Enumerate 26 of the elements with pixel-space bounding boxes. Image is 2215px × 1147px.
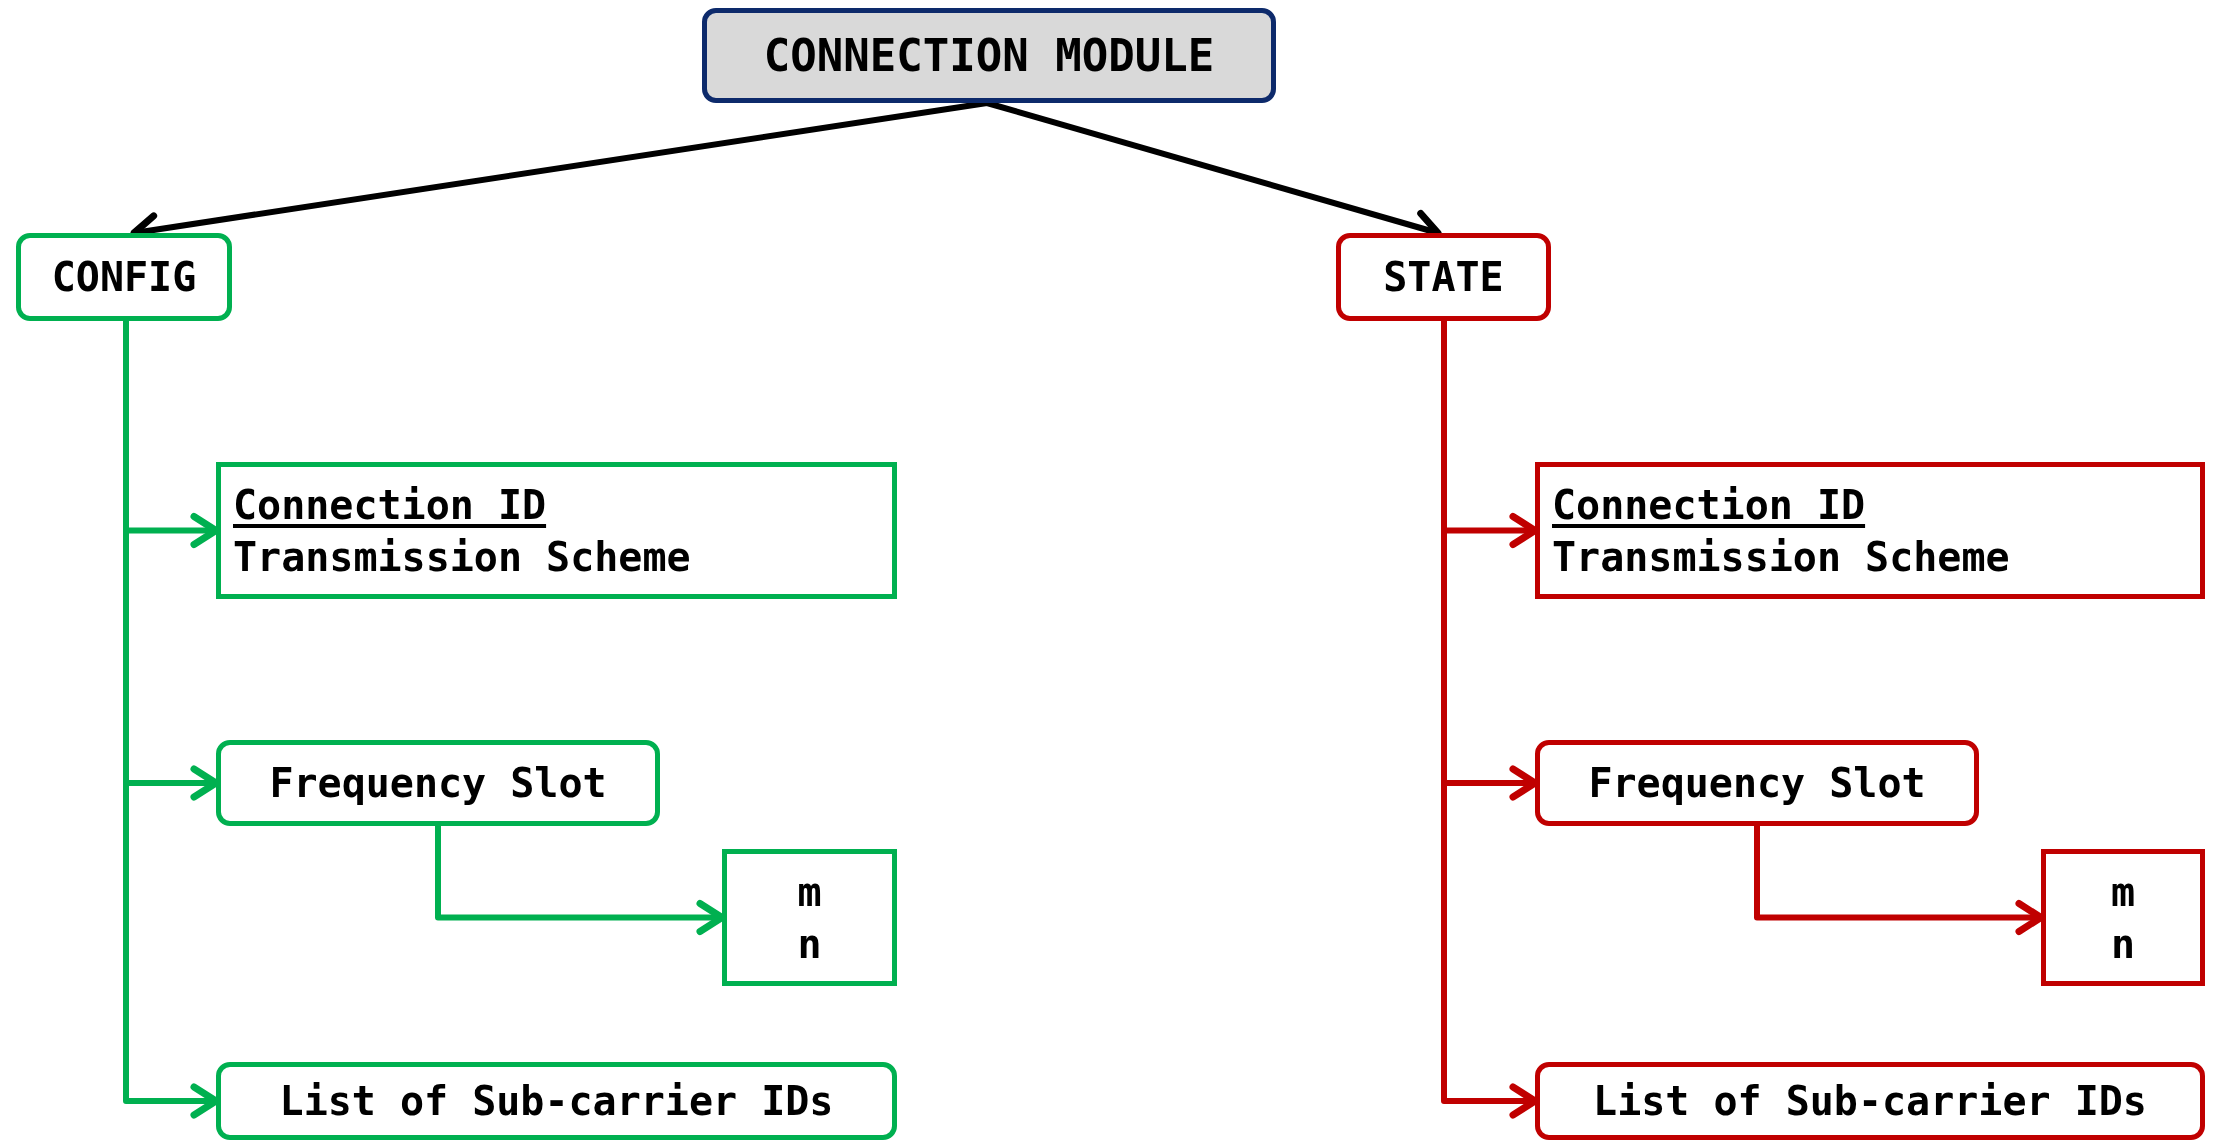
rounded-box [1336, 233, 1551, 321]
box-label: Frequency Slot [269, 759, 607, 808]
rectangle-box [1535, 462, 2205, 599]
box-label: STATE [1383, 253, 1504, 302]
box-label: List of Sub-carrier IDs [1593, 1077, 2147, 1126]
box-label: List of Sub-carrier IDs [279, 1077, 834, 1126]
box-label: Connection ID [1552, 480, 1866, 530]
box-label: CONNECTION MODULE [763, 28, 1215, 83]
rectangle-box [2041, 849, 2205, 986]
rounded-box [16, 233, 232, 321]
rectangle-box [722, 849, 897, 986]
box-label: Frequency Slot [1588, 759, 1926, 808]
box-label: n [2110, 919, 2136, 969]
box-label: Transmission Scheme [1552, 532, 2010, 582]
rounded-box [1535, 1062, 2205, 1140]
rounded-box [1535, 740, 1979, 826]
box-label: m [2110, 867, 2136, 917]
box-label: n [797, 919, 822, 969]
box-label: Transmission Scheme [233, 532, 691, 582]
box-label: m [797, 867, 822, 917]
box-label: CONFIG [51, 253, 197, 302]
rounded-box [216, 740, 660, 826]
rectangle-box [216, 462, 897, 599]
rounded-box [216, 1062, 897, 1140]
rounded-box [702, 8, 1276, 103]
box-label: Connection ID [233, 480, 547, 530]
